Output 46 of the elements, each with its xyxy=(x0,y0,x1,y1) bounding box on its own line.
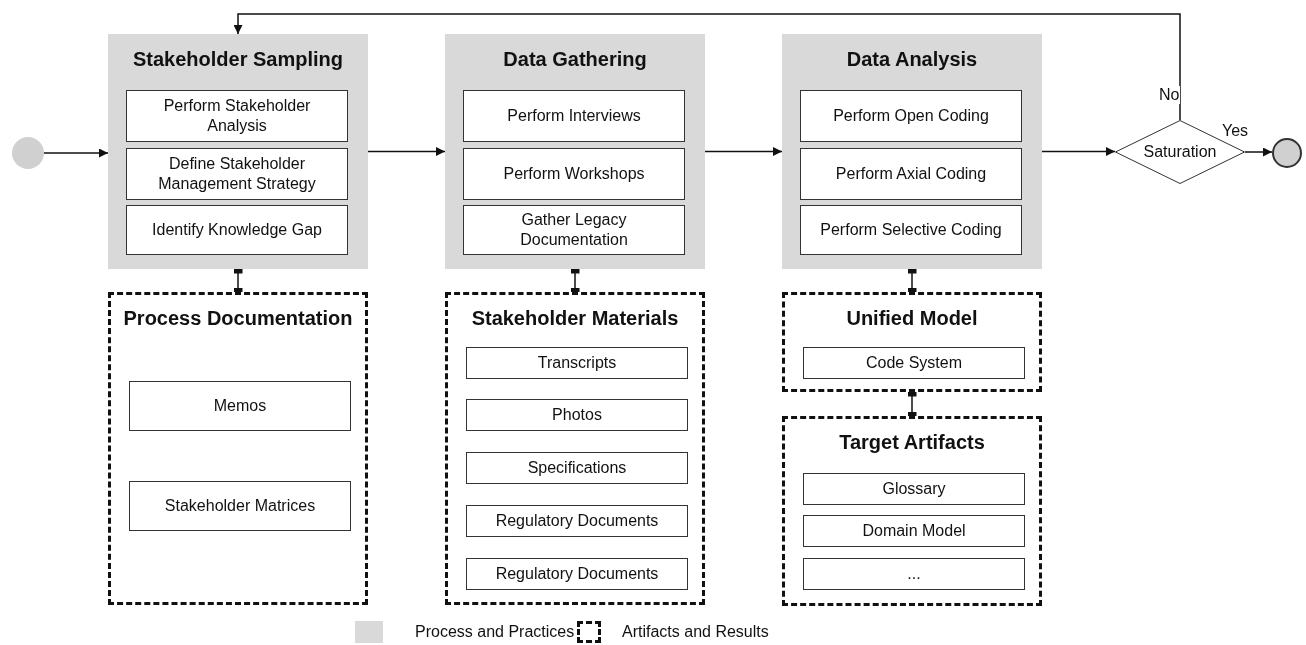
process-group xyxy=(782,34,1042,269)
practice-box: Perform Interviews xyxy=(463,90,685,142)
group-title: Process Documentation xyxy=(122,307,354,330)
end-circle xyxy=(1272,138,1302,168)
artifact-box: Transcripts xyxy=(466,347,688,379)
start-circle xyxy=(12,137,44,169)
practice-box: Gather Legacy Documentation xyxy=(463,205,685,255)
artifact-group xyxy=(782,292,1042,392)
artifact-box: Stakeholder Matrices xyxy=(129,481,351,531)
practice-box: Perform Workshops xyxy=(463,148,685,200)
artifact-box: Glossary xyxy=(803,473,1025,505)
artifact-box: Photos xyxy=(466,399,688,431)
group-title: Unified Model xyxy=(845,307,979,330)
practice-box: Perform Open Coding xyxy=(800,90,1022,142)
group-title: Target Artifacts xyxy=(838,431,986,454)
decision-label: Saturation xyxy=(1143,143,1217,161)
arrow xyxy=(704,147,783,156)
practice-box: Perform Stakeholder Analysis xyxy=(126,90,348,142)
artifact-box: Memos xyxy=(129,381,351,431)
legend-label: Artifacts and Results xyxy=(622,623,769,641)
practice-box: Perform Selective Coding xyxy=(800,205,1022,255)
practice-box: Perform Axial Coding xyxy=(800,148,1022,200)
artifact-group xyxy=(782,416,1042,606)
practice-box: Define Stakeholder Management Strategy xyxy=(126,148,348,200)
arrow xyxy=(1244,147,1273,157)
practice-box: Identify Knowledge Gap xyxy=(126,205,348,255)
artifact-box: Domain Model xyxy=(803,515,1025,547)
arrow xyxy=(43,148,109,158)
artifact-box: Regulatory Documents xyxy=(466,505,688,537)
process-group xyxy=(108,34,368,269)
process-group xyxy=(445,34,705,269)
group-title: Data Gathering xyxy=(502,48,648,71)
arrow xyxy=(367,147,446,156)
group-title: Stakeholder Sampling xyxy=(131,48,345,71)
group-title: Stakeholder Materials xyxy=(470,307,680,330)
group-title: Data Analysis xyxy=(845,48,979,71)
edge-label: No xyxy=(1158,86,1181,104)
artifact-box: Regulatory Documents xyxy=(466,558,688,590)
artifact-group xyxy=(108,292,368,605)
legend-label: Process and Practices xyxy=(415,623,575,641)
arrow xyxy=(233,13,1181,121)
artifact-box: Specifications xyxy=(466,452,688,484)
arrow xyxy=(1041,147,1116,156)
artifact-box: Code System xyxy=(803,347,1025,379)
artifact-group xyxy=(445,292,705,605)
artifact-box: ... xyxy=(803,558,1025,590)
